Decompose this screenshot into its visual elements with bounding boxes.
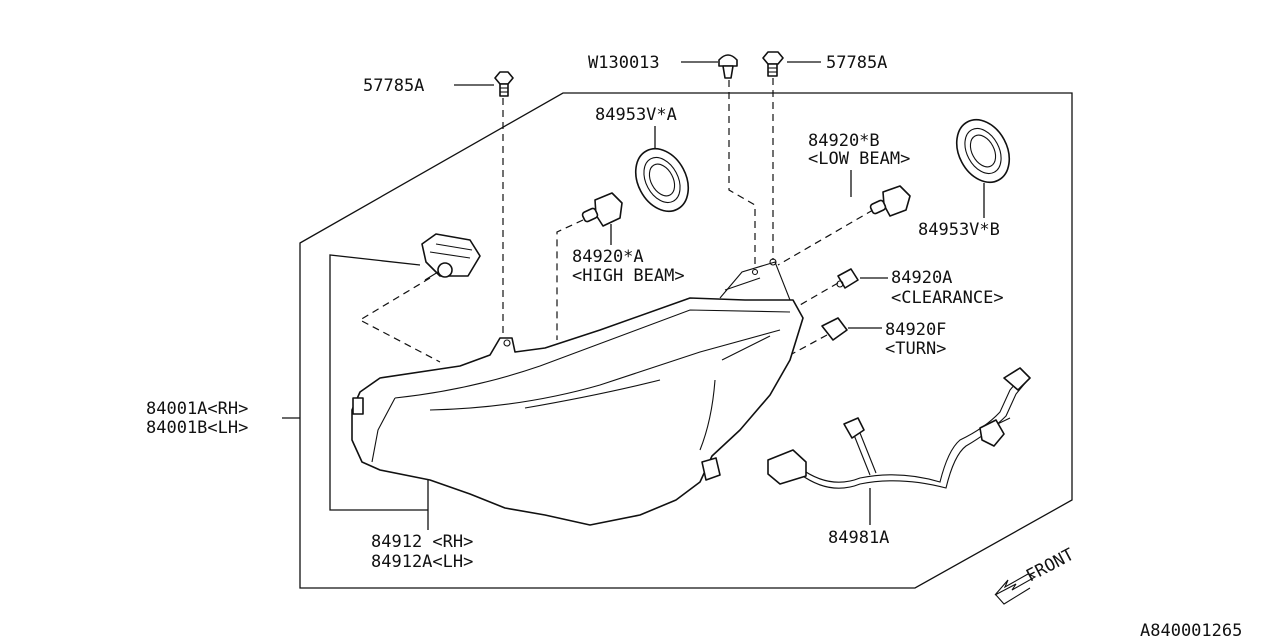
low-beam-bulb-icon bbox=[869, 185, 911, 217]
harness-connector-mid-icon bbox=[843, 417, 865, 439]
harness-connector-lamp-icon bbox=[979, 419, 1005, 447]
wiring-harness bbox=[767, 367, 1031, 489]
label-assy-lh: 84001B<LH> bbox=[146, 418, 248, 438]
label-bolt-left: 57785A bbox=[363, 76, 424, 96]
clip-icon bbox=[718, 54, 738, 79]
label-turn-part: 84920F bbox=[885, 320, 946, 340]
label-actuator-rh: 84912 <RH> bbox=[371, 532, 473, 552]
dash-clip bbox=[728, 80, 756, 270]
clearance-bulb-icon bbox=[836, 268, 859, 289]
label-bulb-a-part: 84920*A bbox=[572, 247, 644, 267]
label-clearance-part: 84920A bbox=[891, 268, 952, 288]
figure-id: A840001265 bbox=[1140, 621, 1242, 640]
headlamp-assembly bbox=[351, 258, 804, 526]
bolt-right-icon bbox=[762, 51, 784, 77]
label-clip: W130013 bbox=[588, 53, 660, 73]
label-bulb-b-part: 84920*B bbox=[808, 131, 880, 151]
harness-connector-end-icon bbox=[1003, 367, 1031, 391]
label-socket-a: 84953V*A bbox=[595, 105, 677, 125]
front-label: FRONT bbox=[1023, 545, 1078, 587]
socket-cover-b-icon bbox=[955, 118, 1011, 184]
mount-tab-left bbox=[352, 397, 364, 415]
label-socket-b: 84953V*B bbox=[918, 220, 1000, 240]
dash-bulb-a bbox=[556, 219, 584, 340]
label-turn-desc: <TURN> bbox=[885, 339, 946, 359]
dash-actuator bbox=[358, 277, 441, 363]
front-arrow-icon bbox=[994, 573, 1037, 596]
mount-tab-right bbox=[701, 457, 721, 481]
label-bulb-b-desc: <LOW BEAM> bbox=[808, 149, 910, 169]
label-bulb-a-desc: <HIGH BEAM> bbox=[572, 266, 685, 286]
front-direction-indicator: FRONT bbox=[994, 545, 1078, 605]
label-actuator-lh: 84912A<LH> bbox=[371, 552, 473, 572]
dash-clearance bbox=[799, 282, 839, 306]
turn-bulb-icon bbox=[821, 317, 848, 341]
harness-connector-main-icon bbox=[767, 449, 807, 485]
leader-actuator-bracket bbox=[329, 254, 428, 511]
bolt-left-icon bbox=[494, 71, 514, 97]
socket-cover-a-icon bbox=[634, 147, 690, 213]
dash-bulb-b bbox=[777, 209, 874, 266]
leveling-actuator-icon bbox=[421, 233, 481, 281]
label-bolt-right: 57785A bbox=[826, 53, 887, 73]
label-assy-rh: 84001A<RH> bbox=[146, 399, 248, 419]
high-beam-bulb-icon bbox=[581, 192, 623, 227]
assembly-boundary bbox=[299, 92, 1073, 589]
label-clearance-desc: <CLEARANCE> bbox=[891, 288, 1004, 308]
label-harness: 84981A bbox=[828, 528, 889, 548]
front-arrow-tail bbox=[995, 587, 1031, 605]
